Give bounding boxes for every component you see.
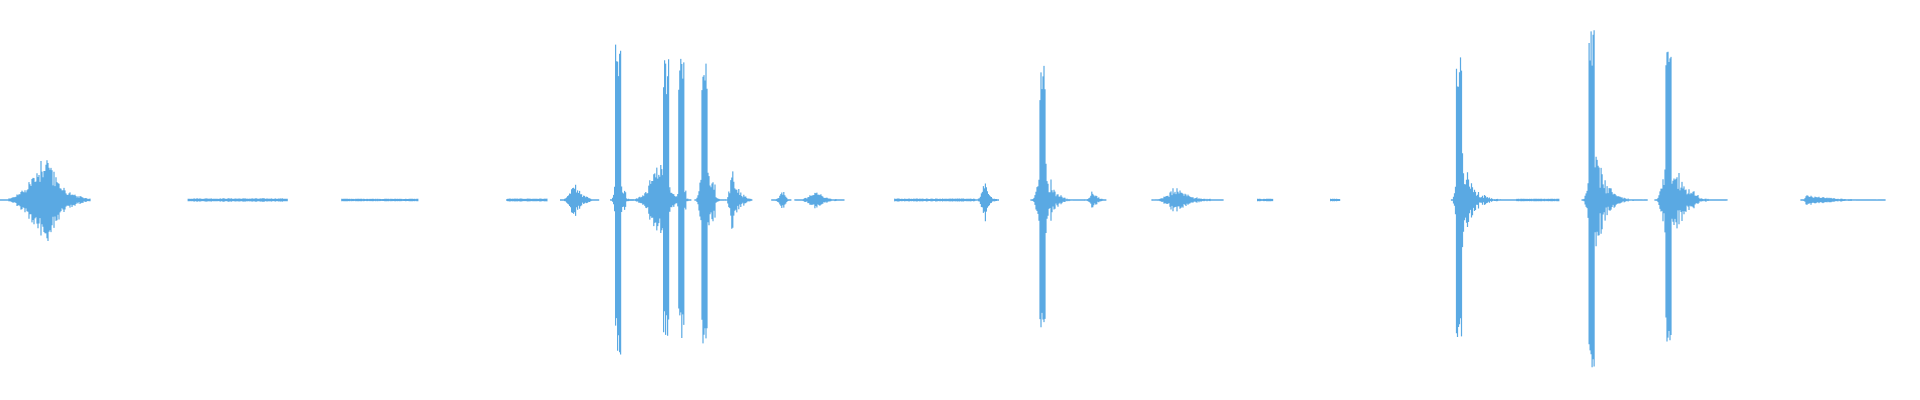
waveform-segment-19 xyxy=(1330,198,1341,202)
waveform-strokes xyxy=(0,30,1886,368)
waveform-segment-12 xyxy=(794,192,845,209)
waveform-segment-18 xyxy=(1257,198,1274,202)
waveform-segment-14 xyxy=(974,183,999,222)
waveform-segment-10 xyxy=(725,171,753,229)
waveform-segment-13 xyxy=(894,198,976,202)
waveform-segment-23 xyxy=(1654,51,1728,342)
waveform-segment-1 xyxy=(187,198,288,202)
waveform-segment-7 xyxy=(658,59,675,336)
waveform-segment-24 xyxy=(1800,195,1886,205)
waveform-segment-15 xyxy=(1030,65,1085,328)
waveform-segment-21 xyxy=(1516,198,1560,202)
waveform-segment-11 xyxy=(771,192,792,208)
waveform-segment-22 xyxy=(1581,30,1648,368)
waveform-segment-20 xyxy=(1450,57,1518,337)
waveform-segment-17 xyxy=(1151,188,1224,212)
waveform-segment-3 xyxy=(506,198,548,202)
waveform-segment-16 xyxy=(1084,191,1107,208)
waveform-segment-0 xyxy=(0,160,91,241)
waveform-segment-6 xyxy=(629,165,682,233)
waveform-segment-8 xyxy=(675,58,692,338)
waveform-segment-9 xyxy=(694,63,726,344)
waveform-segment-4 xyxy=(560,184,600,216)
waveform-segment-2 xyxy=(341,198,419,202)
